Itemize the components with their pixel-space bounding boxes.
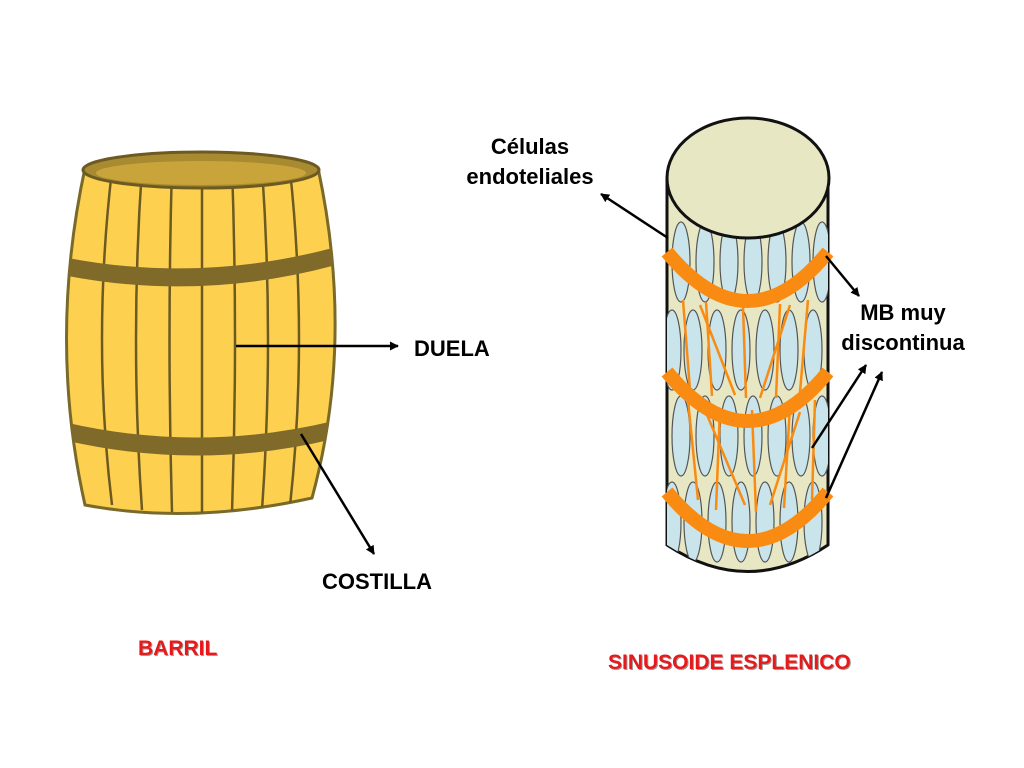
- endothelial-label: Células endoteliales: [440, 132, 620, 192]
- membrane-arrow-1: [825, 255, 860, 297]
- costilla-arrow: [299, 433, 376, 555]
- membrane-band-2: [661, 367, 834, 428]
- membrane-arrow-3: [824, 371, 884, 499]
- membrane-band-3: [661, 487, 834, 548]
- barrel-inner-rim: [96, 161, 306, 185]
- sinusoid-title: SINUSOIDE ESPLENICO: [608, 651, 851, 674]
- barrel-title: BARRIL: [138, 637, 218, 660]
- sinusoid-cylinder: [661, 116, 834, 573]
- barrel-hoop-bottom: [66, 414, 336, 456]
- membrane-label-line1: MB muy: [860, 300, 946, 325]
- costilla-label: COSTILLA: [322, 569, 432, 594]
- barrel: [65, 150, 337, 516]
- endothelial-label-line1: Células: [490, 134, 570, 159]
- endothelial-arrow: [600, 192, 669, 240]
- barrel-hoop-top: [66, 240, 336, 287]
- membrane-fibers: [681, 299, 817, 513]
- cylinder-top-cap: [665, 116, 831, 240]
- barrel-staves: [66, 165, 336, 513]
- membrane-band-1: [661, 247, 834, 308]
- endothelial-label-line2: endoteliales: [466, 164, 594, 189]
- duela-label: DUELA: [414, 336, 490, 361]
- membrane-label: MB muy discontinua: [828, 298, 978, 358]
- membrane-label-line2: discontinua: [841, 330, 965, 355]
- membrane-arrow-2: [810, 364, 868, 449]
